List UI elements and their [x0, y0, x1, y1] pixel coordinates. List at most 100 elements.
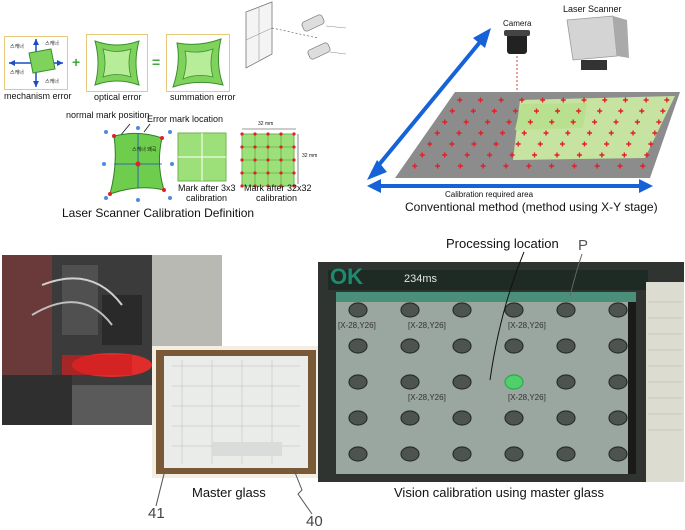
- stage-mark: [581, 97, 587, 103]
- stage-mark: [457, 163, 463, 169]
- stage-mark: [648, 141, 654, 147]
- master-glass-drawing: [152, 346, 320, 478]
- vision-screen-drawing: [318, 262, 684, 482]
- vision-mark: [556, 302, 576, 318]
- stage-mark: [660, 108, 666, 114]
- vision-mark: [400, 338, 420, 354]
- stage-mark: [613, 119, 619, 125]
- equals-symbol: =: [152, 54, 161, 70]
- vision-mark: [452, 410, 472, 426]
- timing-readout: 234ms: [404, 273, 438, 285]
- stage-mark: [634, 119, 640, 125]
- optical-error-diagram: [86, 34, 148, 92]
- mechanism-error-diagram: 스캐너 스캐너 스캐너 스캐너: [4, 36, 68, 90]
- grid-label-3: [X-28,Y26]: [508, 321, 546, 330]
- mechanism-label-2: 스캐너: [45, 41, 59, 47]
- stage-mark: [597, 108, 603, 114]
- stage-mark: [537, 141, 543, 147]
- stage-mark: [500, 130, 506, 136]
- stage-mark: [435, 163, 441, 169]
- grid-label-2: [X-28,Y26]: [408, 321, 446, 330]
- stage-mark: [478, 130, 484, 136]
- stage-mark: [442, 119, 448, 125]
- stage-mark: [527, 119, 533, 125]
- error-mark-label: Error mark location: [147, 114, 224, 124]
- vision-mark: [608, 446, 628, 462]
- stage-mark: [442, 152, 448, 158]
- vision-mark: [348, 446, 368, 462]
- stage-mark: [618, 108, 624, 114]
- stage-mark: [503, 163, 509, 169]
- stage-mark: [532, 152, 538, 158]
- mark-3x3-label-line1: Mark after 3x3: [178, 183, 236, 193]
- stage-mark: [498, 97, 504, 103]
- vision-mark: [348, 338, 368, 354]
- mechanism-error-drawing: [9, 39, 63, 87]
- camera-label: Camera: [503, 19, 532, 28]
- vision-mark: [348, 302, 368, 318]
- vision-mark: [504, 302, 524, 318]
- processing-mark: [504, 374, 524, 390]
- conventional-method-section: Camera Laser Scanner Calibration require…: [345, 0, 685, 225]
- stage-mark: [512, 108, 518, 114]
- stage-mark: [576, 108, 582, 114]
- mechanism-label-3: 스캐너: [10, 70, 24, 76]
- vision-screen-photo: OK 234ms [X-28,Y26] [X-28,Y26] [X-28,Y26…: [318, 262, 684, 482]
- vision-mark: [504, 410, 524, 426]
- vision-mark: [400, 446, 420, 462]
- master-glass-caption: Master glass: [192, 485, 266, 500]
- vision-mark: [452, 302, 472, 318]
- mark-32x32-label-line2: calibration: [256, 193, 298, 203]
- stage-mark: [639, 108, 645, 114]
- stage-mark: [471, 141, 477, 147]
- vision-mark: [556, 410, 576, 426]
- distorted-mark-diagram: [102, 123, 174, 202]
- stage-mark: [554, 152, 560, 158]
- vision-mark: [452, 338, 472, 354]
- vision-mark-grid: [318, 262, 684, 482]
- mark-32x32-grid: [240, 128, 299, 188]
- stage-mark: [526, 163, 532, 169]
- stage-mark: [434, 130, 440, 136]
- mark-3x3-label-line2: calibration: [186, 193, 228, 203]
- stage-mark: [463, 119, 469, 125]
- stage-mark: [521, 130, 527, 136]
- status-ok-text: OK: [330, 264, 363, 289]
- master-glass-photo: [152, 346, 320, 478]
- mechanism-error-label: mechanism error: [4, 91, 72, 101]
- stage-mark: [559, 141, 565, 147]
- vision-mark: [400, 410, 420, 426]
- leader-lines: [155, 473, 165, 507]
- stage-mark: [592, 119, 598, 125]
- vision-mark: [348, 374, 368, 390]
- stage-mark: [587, 130, 593, 136]
- stage-mark: [449, 108, 455, 114]
- stage-mark: [487, 152, 493, 158]
- definition-caption: Laser Scanner Calibration Definition: [62, 206, 255, 220]
- stage-mark: [549, 119, 555, 125]
- stage-mark: [621, 152, 627, 158]
- stage-mark: [493, 141, 499, 147]
- stage-mark: [491, 108, 497, 114]
- processing-pointer: [489, 251, 525, 381]
- label-41: 41: [148, 505, 165, 522]
- stage-mark: [549, 163, 555, 169]
- vision-mark: [400, 302, 420, 318]
- vision-mark: [452, 374, 472, 390]
- calibration-area-label: Calibration required area: [445, 190, 534, 199]
- stage-mark: [477, 97, 483, 103]
- grid-label-5: [X-28,Y26]: [508, 393, 546, 402]
- processing-location-label: Processing location: [446, 236, 559, 251]
- stage-mark: [534, 108, 540, 114]
- vision-mark: [608, 302, 628, 318]
- normal-mark-label: normal mark position: [66, 110, 150, 120]
- stage-mark: [506, 119, 512, 125]
- stage-mark: [656, 119, 662, 125]
- stage-mark: [602, 97, 608, 103]
- stage-mark: [604, 141, 610, 147]
- vision-mark: [608, 374, 628, 390]
- stage-mark: [555, 108, 561, 114]
- stage-marks-svg: [412, 97, 670, 169]
- stage-mark: [570, 119, 576, 125]
- stage-mark: [643, 97, 649, 103]
